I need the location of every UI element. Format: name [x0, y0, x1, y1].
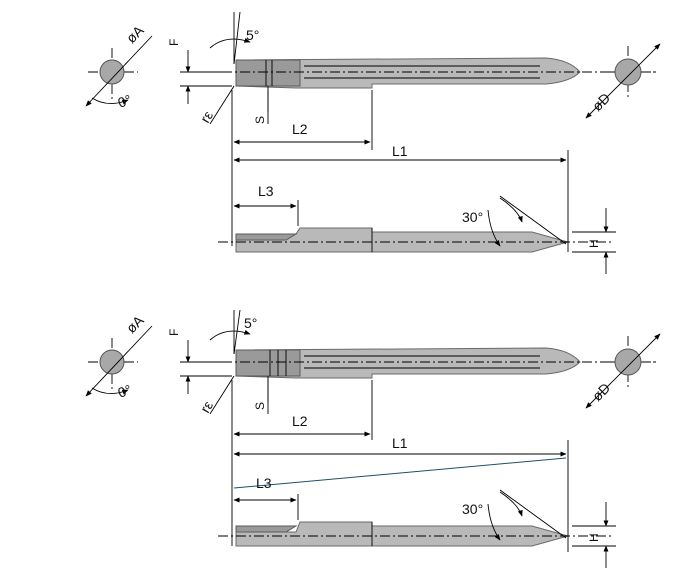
label-diameter-a-b: øA	[123, 312, 147, 336]
label-s: S	[253, 116, 267, 124]
plan-view-a: L3 30° H	[218, 183, 616, 274]
label-f-b: F	[167, 329, 181, 336]
label-r-eps: rε	[197, 108, 216, 125]
label-r-eps-b: rε	[197, 398, 216, 415]
side-view-a: 5° F rε S øD L2	[167, 11, 661, 252]
label-thirty-deg-a: 30°	[462, 209, 483, 225]
label-s-b: S	[253, 402, 267, 410]
left-end-view-b: øA 0°	[85, 312, 153, 401]
left-end-view-a: øA 0°	[85, 22, 153, 111]
label-five-deg: 5°	[246, 27, 259, 43]
label-l2-b: L2	[292, 413, 308, 429]
label-diameter-d-b: øD	[589, 380, 614, 405]
label-l1-a: L1	[392, 143, 408, 159]
label-thirty-deg-b: 30°	[462, 501, 483, 517]
label-five-deg-b: 5°	[244, 315, 257, 331]
plan-view-b: L3 30° H	[218, 475, 616, 568]
label-l2-a: L2	[292, 121, 308, 137]
side-view-b: 5° F rε S øD L2	[167, 309, 661, 552]
variant-b: øA 0° 5° F rε	[85, 309, 661, 568]
variant-a: øA 0° 5° F rε	[85, 11, 661, 274]
label-h-b: H	[587, 533, 601, 542]
label-zero-deg-b: 0°	[116, 381, 134, 401]
label-l1-b: L1	[392, 435, 408, 451]
label-f: F	[167, 39, 181, 46]
label-l3-b: L3	[256, 475, 272, 491]
label-h-a: H	[587, 239, 601, 248]
label-l3-a: L3	[258, 183, 274, 199]
label-diameter-a: øA	[123, 22, 147, 46]
label-diameter-d: øD	[589, 90, 614, 115]
label-zero-deg: 0°	[116, 91, 134, 111]
